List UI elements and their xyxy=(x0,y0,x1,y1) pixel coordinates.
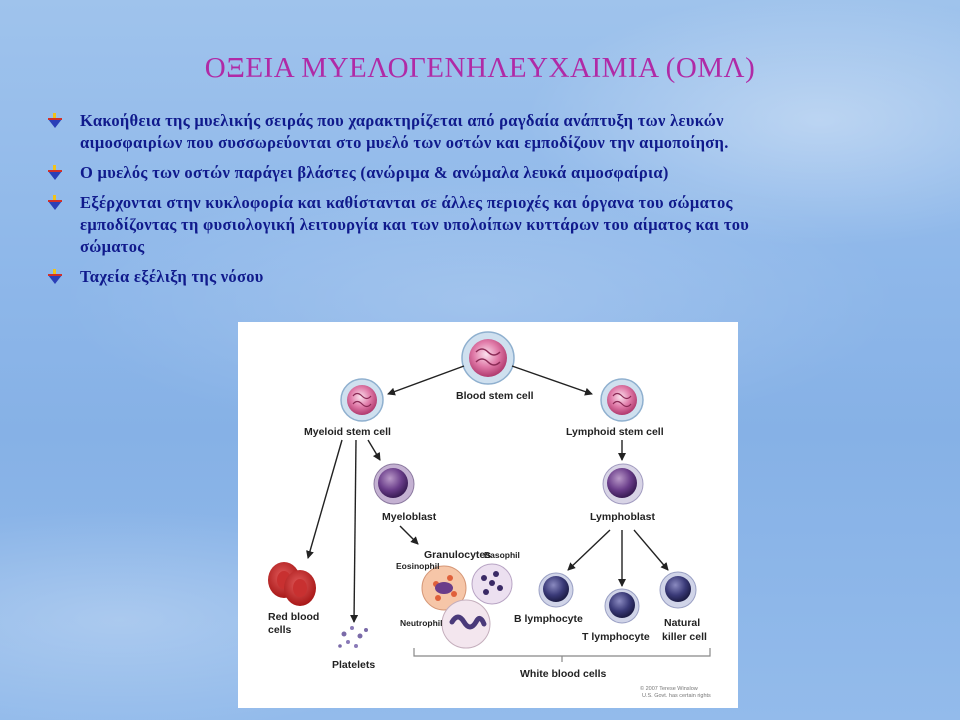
arrow xyxy=(633,529,669,571)
slide-title: ΟΞΕΙΑ ΜΥΕΛΟΓΕΝΗΛΕΥΧΑΙΜΙΑ (ΟΜΛ) xyxy=(204,52,756,84)
t-lymphocyte-cell xyxy=(604,588,640,624)
arrow xyxy=(511,365,593,396)
arrow xyxy=(567,529,611,571)
natural-killer-cell xyxy=(659,571,697,609)
b-lymphocyte-cell xyxy=(538,572,574,608)
bullet-text-line: Ο μυελός των οστών παράγει βλάστες (ανώρ… xyxy=(80,163,669,182)
myeloblast-label: Myeloblast xyxy=(382,511,437,523)
blood-stem-cell-label: Blood stem cell xyxy=(456,390,534,402)
arrow xyxy=(387,365,465,396)
bullet-item: Εξέρχονται στην κυκλοφορία και καθίσταντ… xyxy=(44,192,924,258)
bullet-item: Ο μυελός των οστών παράγει βλάστες (ανώρ… xyxy=(44,162,924,184)
arrow-bullet-icon xyxy=(48,113,62,128)
platelets xyxy=(338,626,368,648)
lymphoblast-cell xyxy=(602,463,644,505)
bullet-text-line: Κακοήθεια της μυελικής σειράς που χαρακτ… xyxy=(80,111,724,130)
myeloid-stem-cell-label: Myeloid stem cell xyxy=(304,426,391,438)
natural-killer-label: killer cell xyxy=(662,631,707,643)
bullet-text-line: σώματος xyxy=(80,237,145,256)
eosinophil-label: Eosinophil xyxy=(396,561,439,571)
b-lymphocyte-label: B lymphocyte xyxy=(514,613,583,625)
basophil-label: Basophil xyxy=(484,550,520,560)
bullet-text-line: αιμοσφαιρίων που συσσωρεύονται στο μυελό… xyxy=(80,133,729,152)
lymphoblast-label: Lymphoblast xyxy=(590,511,655,523)
bullet-item: Κακοήθεια της μυελικής σειράς που χαρακτ… xyxy=(44,110,924,154)
bullet-text-line: Εξέρχονται στην κυκλοφορία και καθίσταντ… xyxy=(80,193,733,212)
myeloblast-cell xyxy=(373,463,415,505)
neutrophil-cell xyxy=(441,599,491,649)
arrow-bullet-icon xyxy=(48,269,62,284)
platelets-label: Platelets xyxy=(332,659,375,671)
granulocytes-label: Granulocytes xyxy=(424,549,491,561)
bullet-text-line: εμποδίζοντας τη φυσιολογική λειτουργία κ… xyxy=(80,215,750,234)
lymphoid-stem-cell-label: Lymphoid stem cell xyxy=(566,426,664,438)
neutrophil-label: Neutrophil xyxy=(400,618,443,628)
bullet-item: Ταχεία εξέλιξη της νόσου xyxy=(44,266,924,288)
copyright-text: U.S. Govt. has certain rights xyxy=(642,693,711,699)
copyright-text: © 2007 Terese Winslow xyxy=(640,685,698,692)
bullet-text-line: Ταχεία εξέλιξη της νόσου xyxy=(80,267,264,286)
white-blood-cells-bracket xyxy=(413,648,711,662)
blood-stem-cell xyxy=(461,331,515,385)
lymphoid-stem-cell xyxy=(600,378,644,422)
red-blood-cells-label: cells xyxy=(268,624,292,636)
red-blood-cells-label: Red blood xyxy=(268,611,319,623)
arrow-bullet-icon xyxy=(48,165,62,180)
basophil-cell xyxy=(471,563,513,605)
myeloid-stem-cell xyxy=(340,378,384,422)
eosinophil-cell xyxy=(421,565,467,611)
natural-killer-label: Natural xyxy=(664,617,700,629)
arrow xyxy=(306,439,343,559)
arrow xyxy=(350,439,359,623)
arrow xyxy=(399,525,419,545)
blood-cell-diagram: Blood stem cell Myeloid stem cell Lympho… xyxy=(238,322,738,708)
arrow xyxy=(367,439,381,461)
bullet-list: Κακοήθεια της μυελικής σειράς που χαρακτ… xyxy=(44,110,924,296)
arrow-bullet-icon xyxy=(48,195,62,210)
red-blood-cells xyxy=(268,562,316,606)
t-lymphocyte-label: T lymphocyte xyxy=(582,631,650,643)
white-blood-cells-label: White blood cells xyxy=(520,668,606,680)
